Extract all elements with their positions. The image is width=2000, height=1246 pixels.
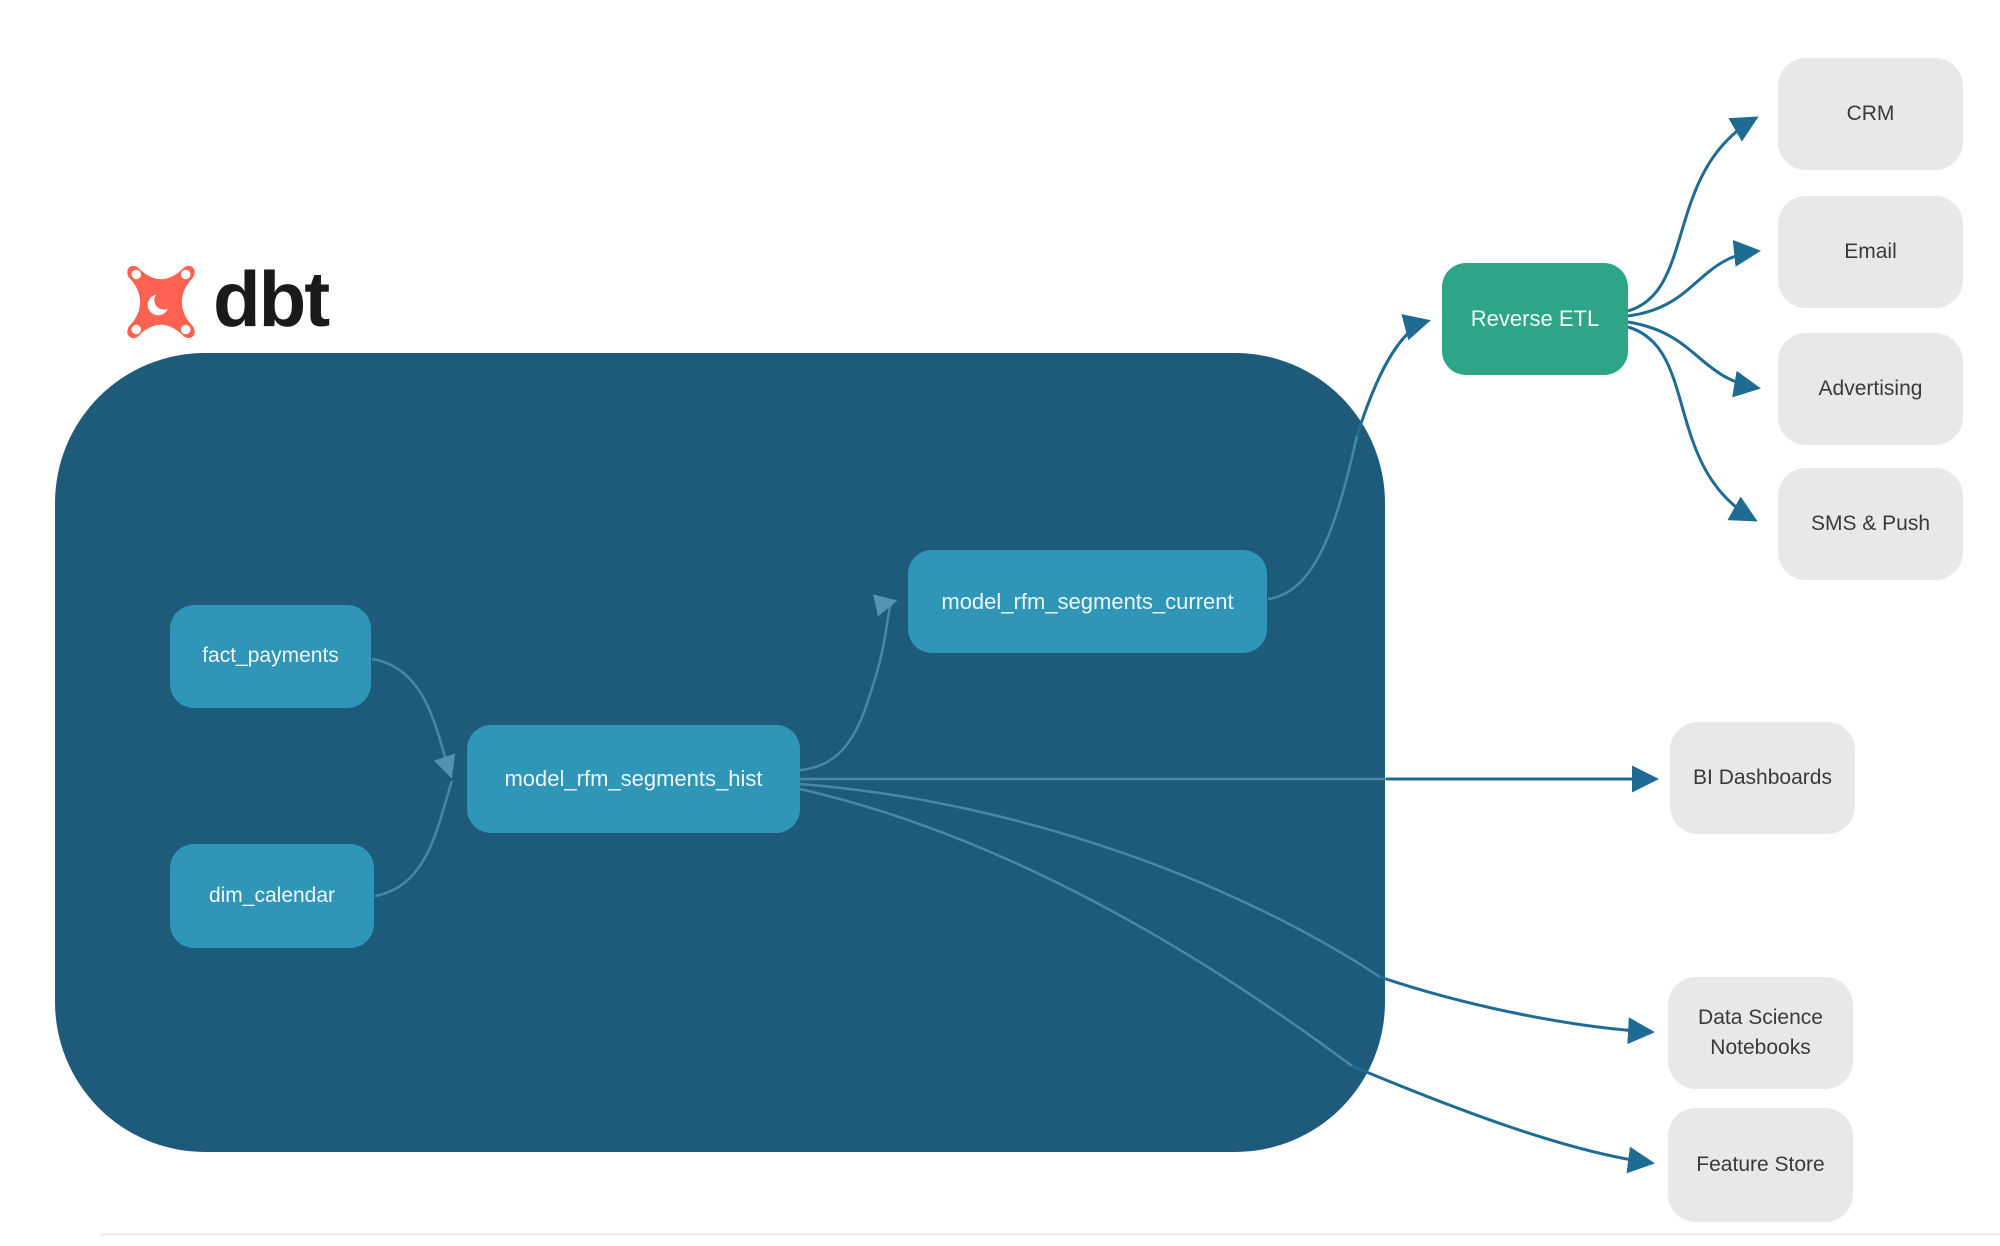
- edge-reverse-etl-to-sms-push: [1627, 325, 1758, 522]
- node-data-science-notebooks: Data Science Notebooks: [1668, 977, 1853, 1089]
- edge-reverse-etl-to-email: [1627, 239, 1761, 318]
- node-dim-calendar: dim_calendar: [170, 844, 374, 948]
- edge-to-feature-store: [1351, 1064, 1655, 1174]
- node-label: model_rfm_segments_hist: [504, 766, 763, 792]
- node-label: Feature Store: [1696, 1152, 1825, 1176]
- node-label: Email: [1844, 239, 1897, 263]
- bottom-divider: [100, 1233, 2000, 1236]
- dbt-logo: dbt: [123, 255, 330, 346]
- edge-to-data-science-notebooks: [1379, 975, 1655, 1045]
- node-label: dim_calendar: [208, 883, 336, 907]
- node-label: fact_payments: [202, 644, 339, 668]
- dbt-star-icon: [127, 265, 195, 339]
- node-feature-store: Feature Store: [1668, 1108, 1853, 1222]
- node-model-rfm-segments-hist: model_rfm_segments_hist: [467, 725, 800, 833]
- edge-reverse-etl-to-crm: [1627, 116, 1759, 313]
- node-label: CRM: [1846, 101, 1895, 125]
- dbt-logo-text: dbt: [213, 255, 330, 343]
- node-reverse-etl: Reverse ETL: [1442, 263, 1628, 375]
- edge-to-reverse-etl: [1355, 314, 1431, 437]
- node-label: Advertising: [1818, 376, 1923, 400]
- edge-reverse-etl-to-advertising: [1627, 320, 1761, 398]
- node-crm: CRM: [1778, 58, 1963, 170]
- node-model-rfm-segments-current: model_rfm_segments_current: [908, 550, 1267, 653]
- node-label: Reverse ETL: [1470, 306, 1600, 332]
- node-bi-dashboards: BI Dashboards: [1670, 722, 1855, 834]
- node-sms-push: SMS & Push: [1778, 468, 1963, 580]
- node-label: model_rfm_segments_current: [941, 588, 1234, 614]
- node-fact-payments: fact_payments: [170, 605, 371, 708]
- node-label: BI Dashboards: [1693, 765, 1832, 789]
- node-label: Data Science Notebooks: [1698, 1005, 1823, 1059]
- node-label: SMS & Push: [1810, 511, 1931, 535]
- node-email: Email: [1778, 196, 1963, 308]
- node-advertising: Advertising: [1778, 333, 1963, 445]
